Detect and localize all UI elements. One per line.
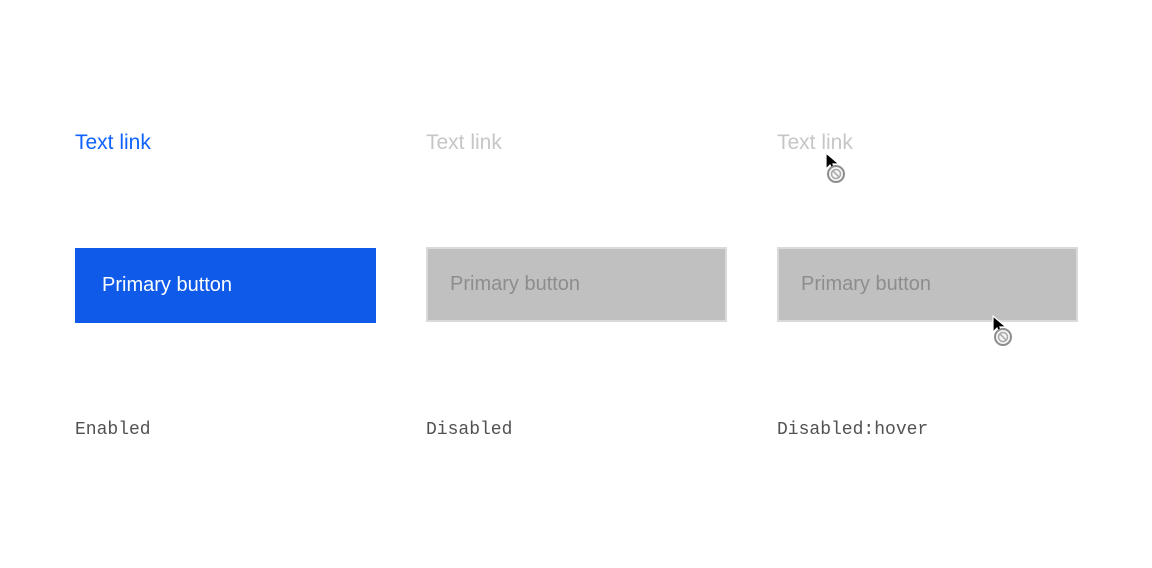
not-allowed-cursor-icon <box>992 315 1012 346</box>
disabled-hover-text-link: Text link <box>777 131 853 154</box>
enabled-primary-button[interactable]: Primary button <box>75 248 376 323</box>
enabled-state-label: Enabled <box>75 420 151 440</box>
disabled-hover-primary-button: Primary button <box>777 247 1078 322</box>
disabled-primary-button: Primary button <box>426 247 727 322</box>
disabled-state-label: Disabled <box>426 420 513 440</box>
enabled-text-link[interactable]: Text link <box>75 131 151 154</box>
disabled-state-column: Text link Primary button Disabled <box>426 0 728 568</box>
disabled-hover-state-label: Disabled:hover <box>777 420 929 440</box>
enabled-state-column: Text link Primary button Enabled <box>75 0 377 568</box>
disabled-text-link: Text link <box>426 131 502 154</box>
not-allowed-cursor-icon <box>825 152 845 183</box>
disabled-hover-state-column: Text link Primary button Disabled:hover <box>777 0 1079 568</box>
